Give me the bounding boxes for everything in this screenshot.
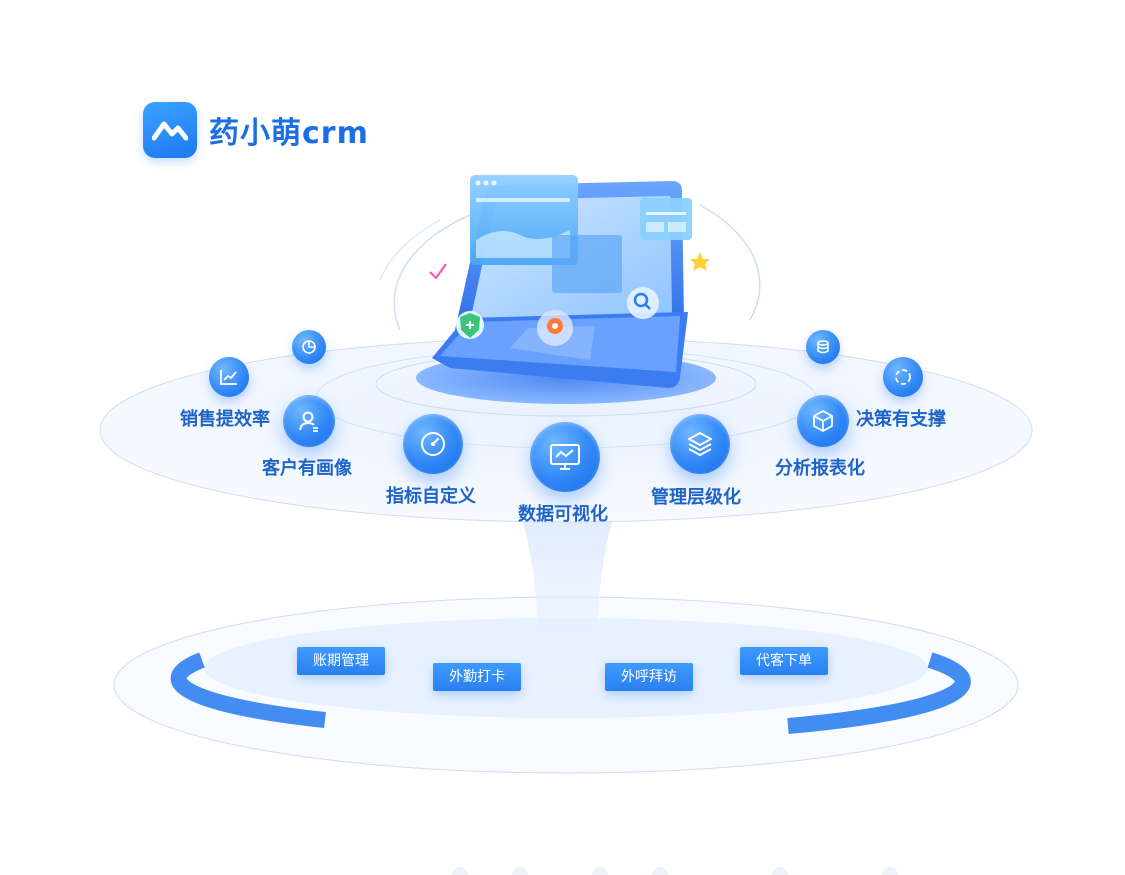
tag-billing-period: 账期管理 bbox=[297, 647, 385, 675]
cube-icon bbox=[797, 395, 849, 447]
pie-chart-icon bbox=[292, 330, 326, 364]
tag-proxy-order: 代客下单 bbox=[740, 647, 828, 675]
brand-name: 药小萌crm bbox=[209, 116, 369, 151]
monitor-chart-icon bbox=[530, 422, 600, 492]
layers-icon bbox=[670, 414, 730, 474]
feature-label-visualization: 数据可视化 bbox=[518, 504, 608, 525]
cycle-icon bbox=[883, 357, 923, 397]
feature-label-reports: 分析报表化 bbox=[775, 458, 865, 479]
database-icon bbox=[806, 330, 840, 364]
tag-field-check-in: 外勤打卡 bbox=[433, 663, 521, 691]
feature-label-decision: 决策有支撑 bbox=[856, 409, 946, 430]
user-profile-icon bbox=[283, 395, 335, 447]
brand-logo: 药小萌crm bbox=[143, 100, 403, 160]
feature-label-sales: 销售提效率 bbox=[180, 409, 270, 430]
logo-mark-icon bbox=[143, 102, 197, 158]
gauge-icon bbox=[403, 414, 463, 474]
feature-label-customer: 客户有画像 bbox=[262, 458, 352, 479]
trend-chart-icon bbox=[209, 357, 249, 397]
feature-label-management: 管理层级化 bbox=[651, 487, 741, 508]
tag-outbound-call: 外呼拜访 bbox=[605, 663, 693, 691]
feature-label-metrics: 指标自定义 bbox=[386, 486, 476, 507]
